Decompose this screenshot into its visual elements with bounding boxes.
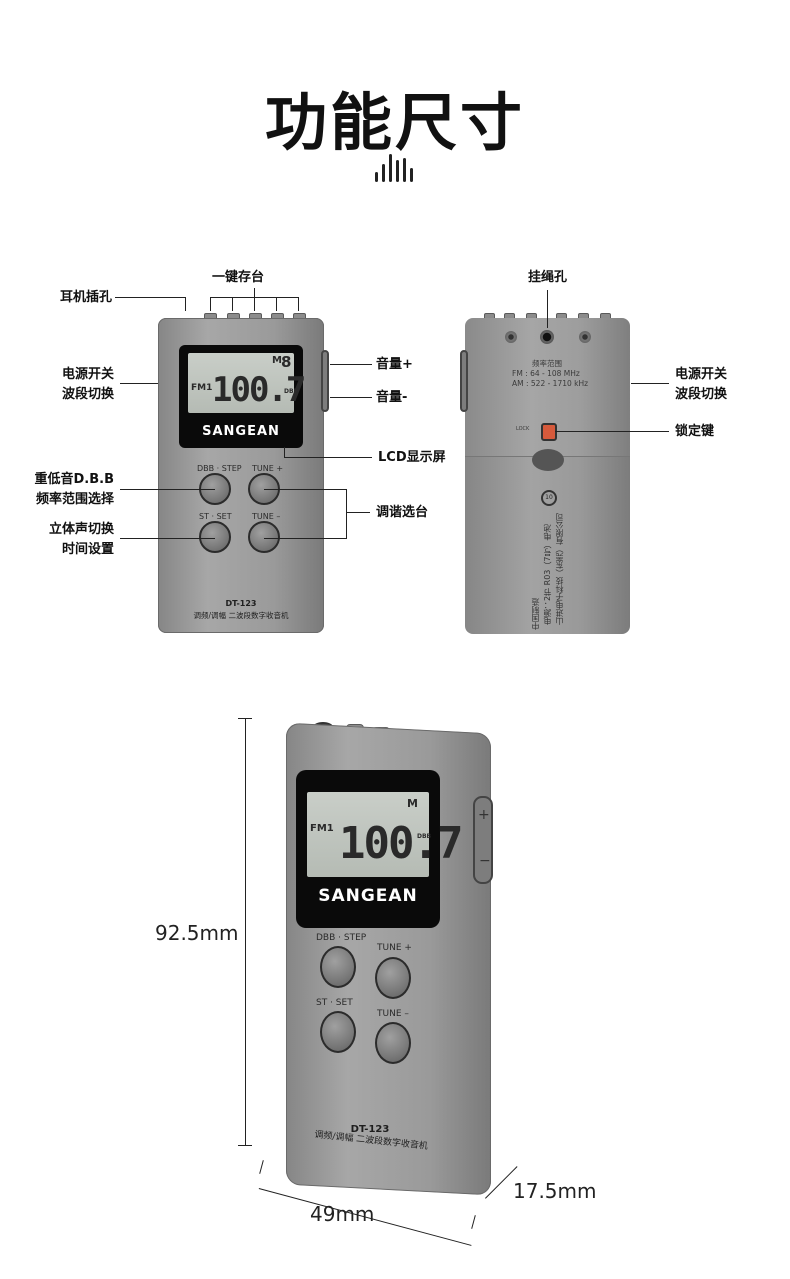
btn-label-dbb: DBB · STEP [197, 464, 242, 473]
lcd-dbb-large: DBB [417, 833, 432, 840]
stereo-set-button[interactable] [199, 521, 231, 553]
callout-line [232, 297, 233, 311]
btn-label-dbb-large: DBB · STEP [316, 933, 367, 943]
tune-down-button[interactable] [248, 521, 280, 553]
callout-earphone-jack: 耳机插孔 [60, 290, 113, 305]
model-name: DT-123 [225, 599, 257, 608]
callout-bass-2: 频率范围选择 [35, 492, 114, 507]
lcd-band-large: FM1 [310, 823, 334, 834]
volume-rocker-large: + − [473, 796, 493, 884]
callout-line [330, 397, 372, 398]
brand-logo: SANGEAN [202, 424, 280, 439]
dbb-step-button-large[interactable] [320, 946, 356, 988]
callout-line [254, 297, 255, 311]
callout-one-key-preset: 一键存台 [212, 270, 265, 285]
lcd-preset: 8 [281, 353, 292, 371]
callout-lcd-display: LCD显示屏 [378, 450, 446, 465]
volume-rocker [321, 350, 329, 412]
lock-label: LOCK [516, 426, 530, 432]
callout-line [276, 297, 277, 311]
screw-icon [505, 331, 517, 343]
dimension-tick [259, 1160, 264, 1174]
callout-power-switch-1: 电源开关 [61, 367, 114, 382]
lcd-bezel: FM1 100.7 M 8 DBB SANGEAN [179, 345, 306, 448]
stereo-set-button-large[interactable] [320, 1011, 356, 1053]
radio-back-battery-cover [465, 456, 630, 634]
screw-icon [579, 331, 591, 343]
lcd-bezel-large: FM1 100.7 M DBB SANGEAN [296, 770, 463, 928]
callout-line [120, 383, 158, 384]
lock-switch[interactable] [541, 423, 557, 441]
minus-icon: − [479, 853, 491, 869]
dimension-tick [238, 1145, 252, 1146]
dimension-width: 49mm [310, 1202, 375, 1226]
lcd-memory: M [272, 355, 282, 366]
page-title: 功能尺寸 [264, 86, 525, 159]
rating-badge: 10 [541, 490, 557, 506]
callout-line [631, 383, 669, 384]
tune-down-button-large[interactable] [375, 1022, 411, 1064]
btn-label-tune-up: TUNE + [252, 464, 284, 473]
tune-up-button-large[interactable] [375, 957, 411, 999]
spec-title: 频率范围 [532, 359, 562, 368]
callout-line [115, 297, 185, 298]
spec-fm-range: FM : 64 - 108 MHz [512, 369, 580, 378]
callout-volume-down: 音量- [376, 390, 408, 405]
callout-line [264, 538, 346, 539]
maker-line2: 电源：2节 R03（7号）电池 [543, 524, 552, 625]
btn-label-tune-down-large: TUNE – [377, 1009, 409, 1019]
callout-lanyard: 挂绳孔 [528, 270, 568, 285]
callout-line [298, 297, 299, 311]
plus-icon: + [478, 807, 490, 823]
callout-line [346, 512, 370, 513]
callout-back-power-2: 波段切换 [675, 387, 728, 402]
maker-line1: 山进电子科技（东莞）有限公司 [555, 513, 564, 625]
lcd-memory-large: M [407, 797, 418, 810]
callout-line [185, 297, 186, 311]
btn-label-stereo-large: ST · SET [316, 998, 353, 1008]
callout-line [330, 364, 372, 365]
lcd-screen: FM1 100.7 M 8 DBB [188, 353, 306, 413]
callout-line [120, 538, 215, 539]
dimension-depth: 17.5mm [513, 1179, 597, 1203]
callout-line [555, 431, 669, 432]
brand-logo-large: SANGEAN [318, 886, 418, 906]
lcd-frequency-large: 100.7 [339, 818, 463, 869]
spec-am-range: AM : 522 - 1710 kHz [512, 379, 589, 388]
lanyard-hole-icon [540, 330, 554, 344]
dimension-tick [471, 1215, 476, 1229]
lcd-frequency: 100.7 [212, 370, 306, 410]
callout-line [210, 297, 211, 311]
btn-label-tune-down: TUNE – [252, 512, 281, 521]
callout-bass-1: 重低音D.B.B [34, 472, 115, 487]
callout-line [254, 288, 255, 297]
callout-line [284, 457, 372, 458]
battery-cover-grip [532, 449, 564, 471]
model-name-large: DT-123 [350, 1124, 390, 1135]
callout-volume-up: 音量+ [376, 357, 413, 372]
callout-line [346, 489, 347, 539]
callout-tuning: 调谐选台 [376, 505, 429, 520]
lcd-band: FM1 [191, 383, 213, 393]
callout-line [120, 489, 215, 490]
callout-power-switch-2: 波段切换 [61, 387, 114, 402]
volume-rocker-back [460, 350, 468, 412]
lcd-screen-large: FM1 100.7 M DBB [307, 792, 463, 877]
callout-line [284, 447, 285, 457]
btn-label-stereo: ST · SET [199, 512, 232, 521]
dimension-tick [238, 718, 252, 719]
lcd-dbb: DBB [284, 388, 299, 395]
callout-back-power-1: 电源开关 [675, 367, 728, 382]
model-subtitle: 调频/调幅 二波段数字收音机 [193, 611, 289, 620]
callout-line [264, 489, 346, 490]
callout-line [547, 290, 548, 328]
dimension-height: 92.5mm [155, 921, 239, 945]
callout-stereo-1: 立体声切换 [48, 522, 114, 537]
maker-line3: 中国制造 [531, 598, 540, 630]
height-dimension-line [245, 718, 246, 1146]
callout-stereo-2: 时间设置 [61, 542, 114, 557]
callout-lock-key: 锁定键 [675, 424, 715, 439]
btn-label-tune-up-large: TUNE + [377, 943, 412, 953]
